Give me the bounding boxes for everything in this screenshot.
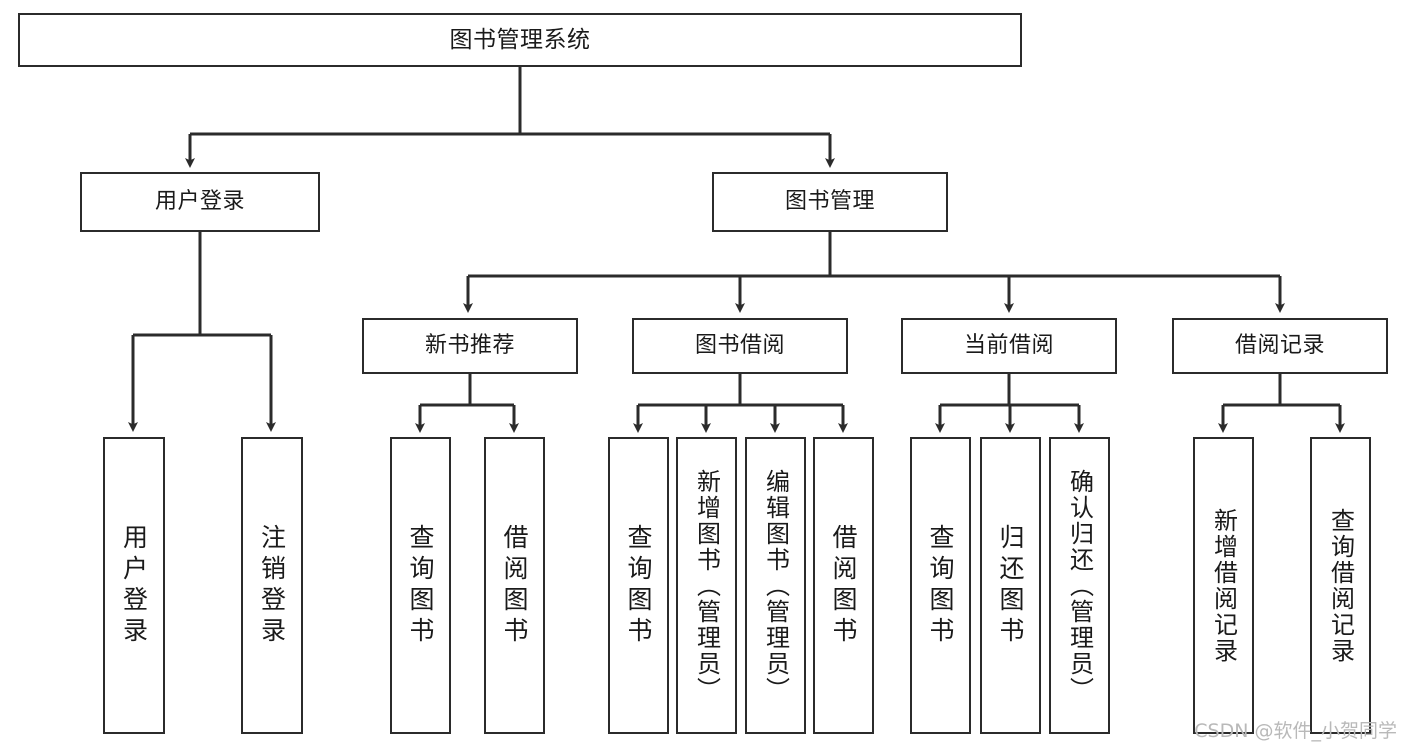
watermark: CSDN @软件_小贺同学 (1194, 720, 1397, 742)
node-label: 注销登录 (257, 523, 287, 648)
node-leaf-user-login[interactable]: 用户登录 (103, 437, 165, 734)
node-leaf-add-borrow-record[interactable]: 新增借阅记录 (1193, 437, 1254, 734)
node-leaf-query-books-borrowing[interactable]: 查询图书 (608, 437, 669, 734)
node-user-login[interactable]: 用户登录 (80, 172, 320, 232)
node-current-borrowing[interactable]: 当前借阅 (901, 318, 1117, 374)
node-leaf-query-books-recommend[interactable]: 查询图书 (390, 437, 451, 734)
node-label: 新书推荐 (424, 333, 515, 359)
node-leaf-confirm-return-admin[interactable]: 确认归还（管理员） (1049, 437, 1110, 734)
node-leaf-logout[interactable]: 注销登录 (241, 437, 303, 734)
node-label: 新增借阅记录 (1209, 507, 1238, 664)
node-root-book-management-system[interactable]: 图书管理系统 (18, 13, 1022, 67)
node-leaf-return-books[interactable]: 归还图书 (980, 437, 1041, 734)
node-borrowing-records[interactable]: 借阅记录 (1172, 318, 1388, 374)
node-label: 借阅图书 (500, 523, 529, 648)
node-label: 借阅记录 (1234, 333, 1325, 359)
node-label: 查询图书 (926, 523, 955, 648)
node-label: 用户登录 (119, 523, 149, 648)
node-leaf-borrow-books-borrowing[interactable]: 借阅图书 (813, 437, 874, 734)
node-label: 归还图书 (996, 523, 1025, 648)
node-label: 图书借阅 (694, 333, 785, 359)
node-book-management[interactable]: 图书管理 (712, 172, 948, 232)
node-new-book-recommendation[interactable]: 新书推荐 (362, 318, 578, 374)
node-leaf-add-book-admin[interactable]: 新增图书（管理员） (676, 437, 737, 734)
node-label: 确认归还（管理员） (1065, 468, 1094, 703)
node-label: 图书管理系统 (449, 26, 591, 53)
node-leaf-edit-book-admin[interactable]: 编辑图书（管理员） (745, 437, 806, 734)
node-label: 查询借阅记录 (1326, 507, 1355, 664)
node-label: 编辑图书（管理员） (761, 468, 790, 703)
node-book-borrowing[interactable]: 图书借阅 (632, 318, 848, 374)
node-leaf-query-borrow-record[interactable]: 查询借阅记录 (1310, 437, 1371, 734)
node-label: 用户登录 (154, 189, 245, 215)
node-leaf-query-books-current[interactable]: 查询图书 (910, 437, 971, 734)
node-label: 图书管理 (784, 189, 875, 215)
node-label: 查询图书 (624, 523, 653, 648)
node-leaf-borrow-books-recommend[interactable]: 借阅图书 (484, 437, 545, 734)
node-label: 借阅图书 (829, 523, 858, 648)
node-label: 查询图书 (406, 523, 435, 648)
node-label: 当前借阅 (963, 333, 1054, 359)
node-label: 新增图书（管理员） (692, 468, 721, 703)
